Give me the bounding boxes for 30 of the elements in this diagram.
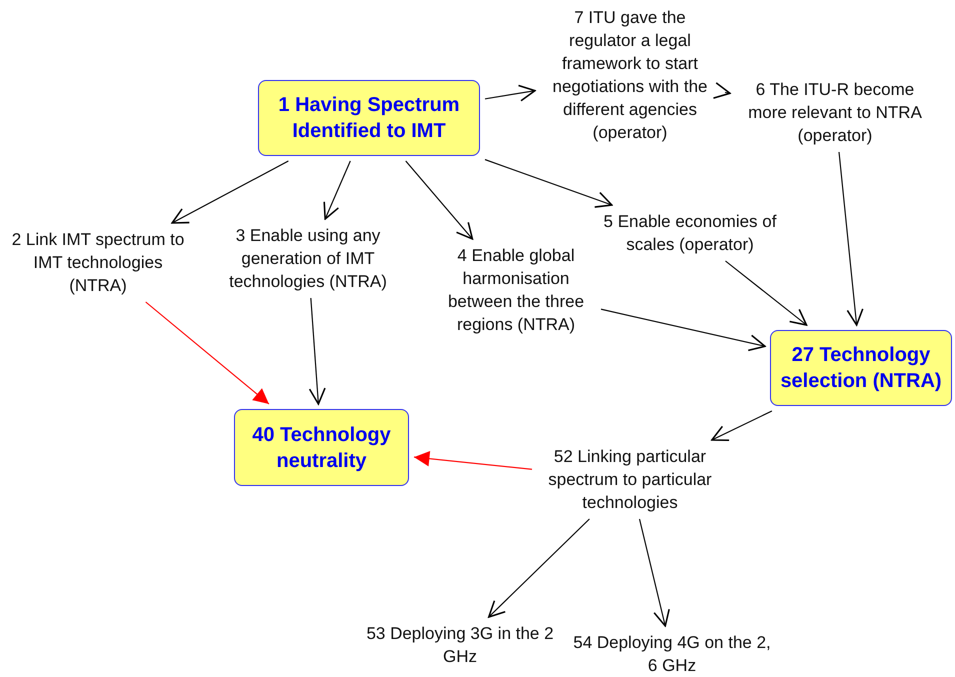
arrow [308,298,326,405]
arrow [484,84,536,102]
arrow [405,160,474,240]
concept-text: 2 Link IMT spectrum to IMT technologies (NTRA) [3,228,193,297]
concept-label: 27 Technology selection (NTRA) [779,343,943,394]
arrow [414,451,532,470]
concept-text: 3 Enable using any generation of IMT technologies (NTRA) [212,224,404,293]
concept-text: 7 ITU gave the regulator a legal framework to start negotiations with the different agencies (operator) [540,6,720,144]
concept-text: 53 Deploying 3G in the 2 GHz [360,622,560,668]
arrow [725,260,808,326]
concept-text: 52 Linking particular spectrum to particular technologies [537,445,723,514]
concept-label: 40 Technology neutrality [251,422,392,474]
arrow [711,410,772,441]
arrow [600,308,766,352]
arrow [323,160,351,220]
arrow [145,302,270,404]
arrow [712,82,731,99]
concept-box [234,409,409,486]
arrow [638,518,670,627]
concept-box [258,80,480,156]
arrow [484,159,613,208]
concept-box [770,330,952,406]
concept-text: 54 Deploying 4G on the 2, 6 GHz [572,631,772,677]
arrow [838,152,864,326]
concept-label: 1 Having Spectrum Identified to IMT [277,93,461,144]
concept-text: 4 Enable global harmonisation between the three regions (NTRA) [436,244,596,336]
arrow [488,518,590,618]
concept-text: 5 Enable economies of scales (operator) [595,210,785,256]
arrow [171,160,289,224]
concept-text: 6 The ITU-R become more relevant to NTRA (operator) [735,78,935,147]
